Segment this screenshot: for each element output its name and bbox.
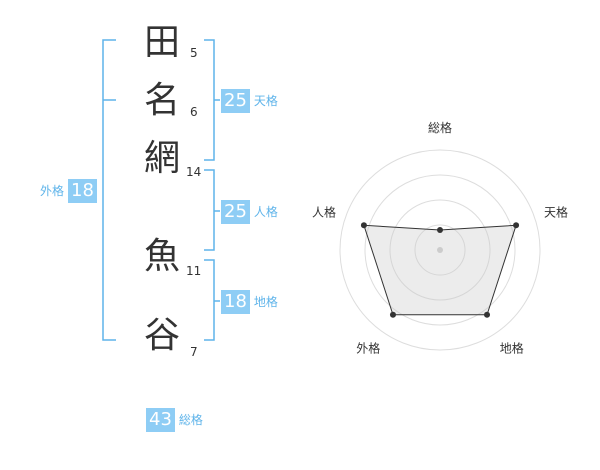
- gaikaku-label: 外格: [40, 184, 65, 198]
- stroke-count-5: 7: [190, 345, 198, 359]
- chikaku-label: 地格: [253, 295, 278, 309]
- name-char-3: 網: [143, 138, 180, 179]
- chikaku-badge: 18 地格: [221, 290, 278, 314]
- jinkaku-label: 人格: [253, 205, 278, 219]
- jinkaku-bracket: [204, 169, 215, 251]
- stroke-count-3: 14: [186, 165, 202, 179]
- tenkaku-value: 25: [221, 89, 250, 113]
- name-char-4: 魚: [143, 236, 180, 277]
- tenkaku-badge: 25 天格: [221, 89, 278, 113]
- gaikaku-bracket: [102, 39, 116, 341]
- radar-point-4: [389, 311, 396, 318]
- name-char-1: 田: [143, 22, 180, 63]
- tenkaku-label: 天格: [253, 94, 278, 108]
- radar-point-3: [484, 311, 491, 318]
- radar-grid-ring: [339, 149, 541, 351]
- soukaku-value: 43: [146, 408, 175, 432]
- radar-point-2: [513, 222, 520, 229]
- radar-axis-label-1: 総格: [428, 120, 452, 135]
- radar-axis-label-2: 天格: [544, 204, 568, 219]
- stroke-count-4: 11: [186, 264, 202, 278]
- radar-axis-label-4: 外格: [356, 341, 380, 356]
- radar-axis-label-3: 地格: [500, 341, 524, 356]
- soukaku-label: 総格: [178, 413, 203, 427]
- radar-grid-ring: [364, 174, 516, 326]
- name-char-2: 名: [143, 80, 180, 121]
- name-char-5: 谷: [143, 315, 180, 356]
- radar-grid-ring: [389, 199, 491, 301]
- radar-axis-label-5: 人格: [312, 204, 336, 219]
- tenkaku-bracket: [204, 39, 215, 161]
- stroke-count-2: 6: [190, 105, 198, 119]
- radar-data-area: [363, 224, 517, 316]
- stroke-count-1: 5: [190, 46, 198, 60]
- radar-center-dot: [437, 247, 443, 253]
- chikaku-bracket: [204, 259, 215, 341]
- radar-grid-ring: [414, 224, 466, 276]
- jinkaku-badge: 25 人格: [221, 200, 278, 224]
- radar-point-5: [360, 222, 367, 229]
- chikaku-value: 18: [221, 290, 250, 314]
- gaikaku-value: 18: [68, 179, 97, 203]
- radar-point-1: [437, 227, 443, 233]
- gaikaku-badge: 外格 18: [40, 179, 97, 203]
- jinkaku-value: 25: [221, 200, 250, 224]
- soukaku-badge: 43 総格: [146, 408, 203, 432]
